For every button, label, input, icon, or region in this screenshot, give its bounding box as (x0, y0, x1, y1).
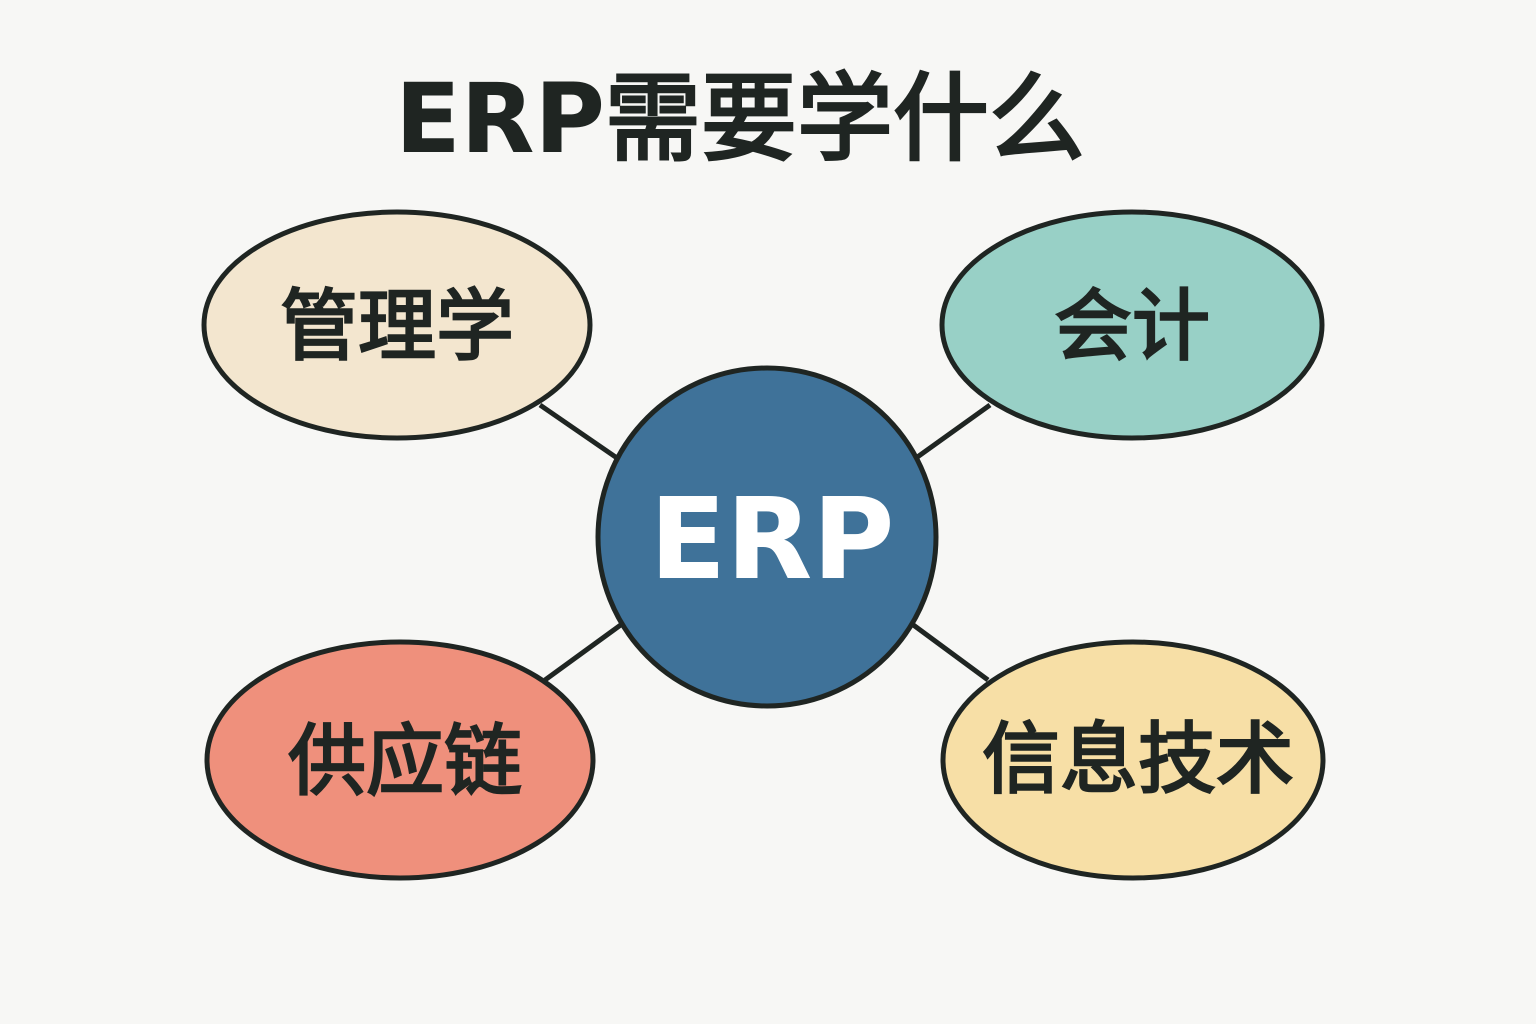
node-ellipse (939, 209, 1325, 441)
node-supply-chain: 供应链 (204, 639, 596, 881)
node-label: 供应链 (288, 717, 522, 807)
connectors (538, 402, 992, 683)
center-circle (595, 365, 939, 709)
node-ellipse (940, 639, 1326, 881)
diagram-title: ERP需要学什么 (395, 63, 1085, 175)
center-label: ERP (650, 475, 895, 605)
node-it: 信息技术 (940, 639, 1326, 881)
node-ellipse (204, 639, 596, 881)
connector-management (538, 402, 619, 461)
node-management: 管理学 (201, 209, 593, 441)
node-ellipse (201, 209, 593, 441)
node-accounting: 会计 (939, 209, 1325, 441)
node-label: 信息技术 (982, 715, 1294, 805)
connector-supply-chain (543, 621, 624, 683)
connector-accounting (914, 402, 992, 461)
node-label: 管理学 (280, 282, 514, 372)
node-label: 会计 (1054, 282, 1210, 372)
center-node: ERP (595, 365, 939, 709)
connector-it (910, 621, 990, 683)
